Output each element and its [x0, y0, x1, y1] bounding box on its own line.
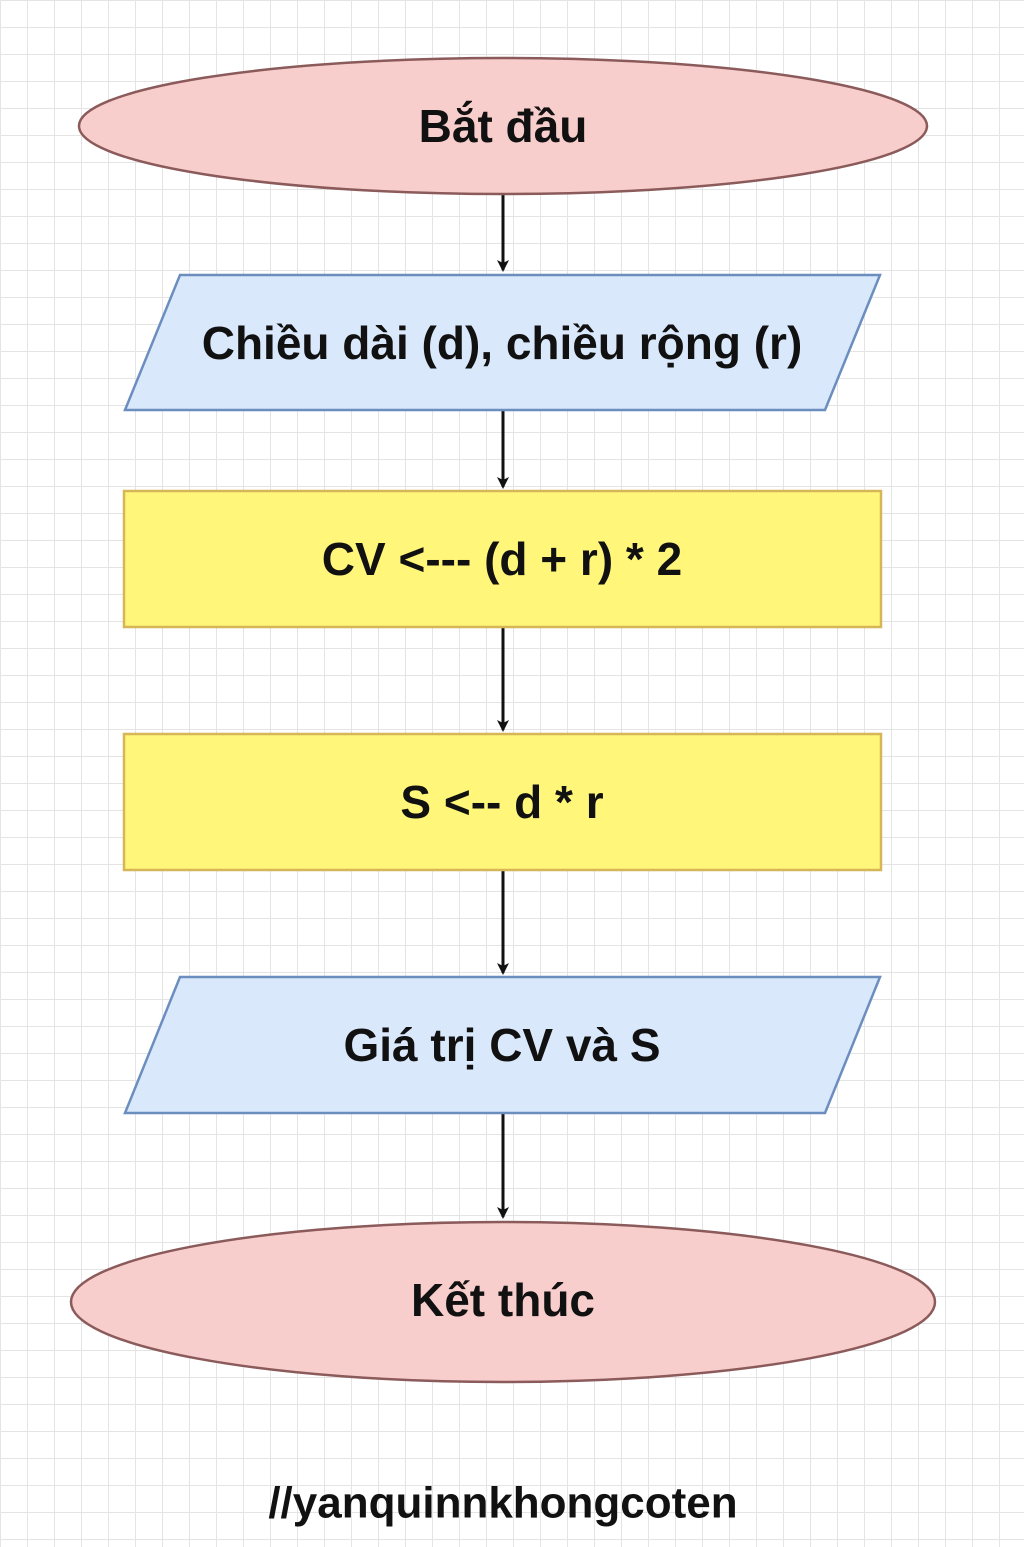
perimeter-label: CV <--- (d + r) * 2 — [322, 533, 682, 585]
output-shape — [123, 975, 882, 1115]
area-process: S <-- d * r — [122, 732, 883, 872]
input-parallelogram: Chiều dài (d), chiều rộng (r) — [123, 273, 882, 412]
start-ellipse — [77, 56, 929, 196]
start-terminator: Bắt đầu — [77, 56, 929, 196]
end-ellipse — [69, 1220, 937, 1384]
start-label: Bắt đầu — [419, 100, 588, 152]
input-shape — [123, 273, 882, 412]
output-parallelogram: Giá trị CV và S — [123, 975, 882, 1115]
input-label: Chiều dài (d), chiều rộng (r) — [202, 317, 803, 369]
end-label: Kết thúc — [411, 1274, 595, 1326]
output-label: Giá trị CV và S — [343, 1019, 660, 1071]
area-label: S <-- d * r — [400, 776, 603, 828]
area-box — [122, 732, 883, 872]
perimeter-box — [122, 489, 883, 629]
perimeter-process: CV <--- (d + r) * 2 — [122, 489, 883, 629]
watermark-text: //yanquinnkhongcoten — [268, 1479, 737, 1528]
end-terminator: Kết thúc — [69, 1220, 937, 1384]
